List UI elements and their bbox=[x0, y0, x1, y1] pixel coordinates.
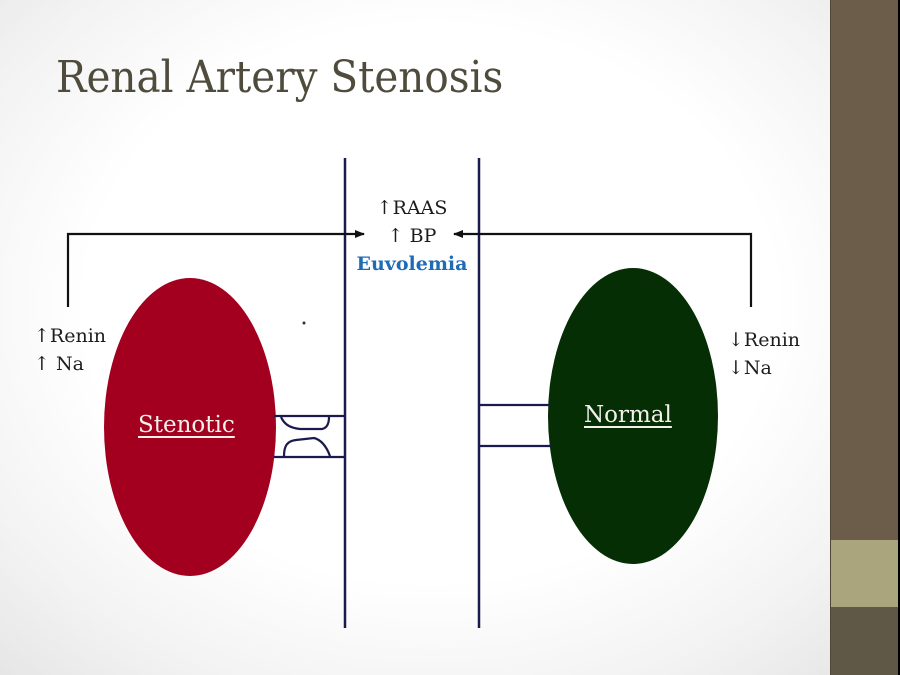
sidebar-accent-block bbox=[831, 540, 898, 607]
slide-theme-sidebar bbox=[830, 0, 898, 675]
left-feedback-arrow bbox=[66, 230, 365, 307]
systemic-effects: ↑RAAS ↑ BP Euvolemia bbox=[345, 194, 479, 278]
stenotic-renal-artery bbox=[274, 414, 345, 459]
normal-kidney-label: Normal bbox=[584, 402, 672, 428]
bp-text: ↑ BP bbox=[387, 225, 437, 247]
normal-renal-artery bbox=[479, 403, 551, 448]
stenotic-kidney-label: Stenotic bbox=[138, 412, 235, 438]
normal-na-text: ↓Na bbox=[728, 357, 772, 379]
normal-renin-text: ↓Renin bbox=[728, 329, 801, 351]
euvolemia-text: Euvolemia bbox=[356, 253, 468, 275]
slide-title: Renal Artery Stenosis bbox=[56, 52, 504, 103]
right-feedback-arrow bbox=[453, 230, 753, 307]
normal-annotation: ↓Renin ↓Na bbox=[728, 326, 800, 382]
raas-text: ↑RAAS bbox=[376, 197, 448, 219]
normal-kidney bbox=[548, 268, 718, 564]
stenotic-renin-text: ↑Renin bbox=[34, 325, 107, 347]
stenotic-kidney bbox=[104, 278, 276, 576]
stray-dot-mark bbox=[302, 321, 306, 325]
stenotic-na-text: ↑ Na bbox=[34, 353, 84, 375]
sidebar-lower-block bbox=[831, 607, 898, 675]
stenotic-annotation: ↑Renin ↑ Na bbox=[34, 322, 106, 378]
